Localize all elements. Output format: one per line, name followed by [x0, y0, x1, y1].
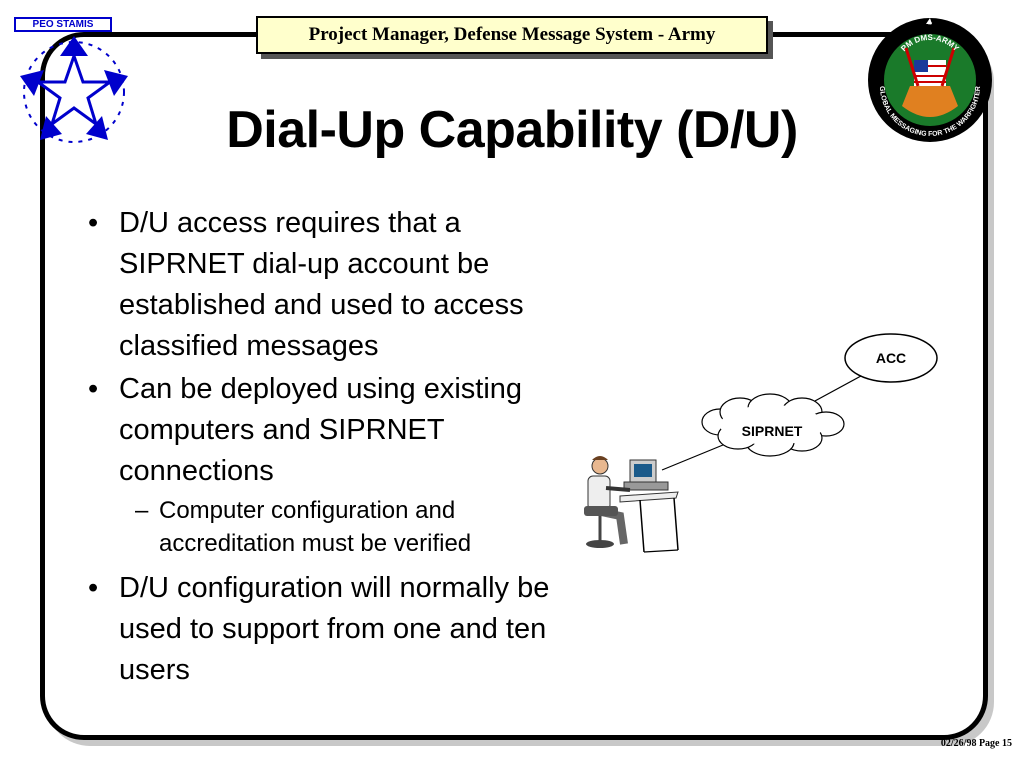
pm-dms-army-seal-icon: ★ PM DMS-ARMY GLOBAL MESSAGING FOR THE W…	[868, 18, 992, 142]
footer-date-page: 02/26/98 Page 15	[940, 738, 1012, 749]
peo-star-logo-icon	[20, 36, 128, 143]
svg-text:★: ★	[927, 20, 932, 27]
header-banner: Project Manager, Defense Message System …	[256, 16, 768, 54]
siprnet-cloud-icon	[701, 393, 845, 457]
acc-node	[844, 333, 938, 383]
bullet-item: • Can be deployed using existing compute…	[88, 369, 568, 492]
bullet-text: D/U configuration will normally be used …	[119, 572, 550, 686]
bullet-list: • D/U access requires that a SIPRNET dia…	[88, 203, 568, 693]
peo-stamis-label: PEO STAMIS	[14, 17, 112, 32]
siprnet-label: SIPRNET	[742, 423, 803, 439]
bullet-mark: •	[88, 373, 99, 405]
bullet-item: • D/U access requires that a SIPRNET dia…	[88, 203, 568, 367]
network-diagram: ACC SIPRNET	[584, 333, 938, 553]
bullet-mark: •	[88, 572, 99, 604]
bullet-text: Can be deployed using existing computers…	[119, 373, 523, 487]
bullet-mark: •	[88, 207, 99, 239]
sub-bullet-text: Computer configuration and accreditation…	[159, 497, 472, 557]
header-banner-text: Project Manager, Defense Message System …	[308, 24, 716, 45]
user-workstation-icon	[584, 456, 679, 553]
bullet-text: D/U access requires that a SIPRNET dial-…	[119, 207, 524, 362]
acc-label: ACC	[876, 350, 906, 366]
sub-bullet-mark: –	[135, 497, 149, 524]
slide-title: Dial-Up Capability (D/U)	[226, 101, 798, 159]
bullet-item: • D/U configuration will normally be use…	[88, 568, 568, 691]
sub-bullet-item: – Computer configuration and accreditati…	[88, 494, 568, 560]
slide-frame	[40, 32, 988, 740]
